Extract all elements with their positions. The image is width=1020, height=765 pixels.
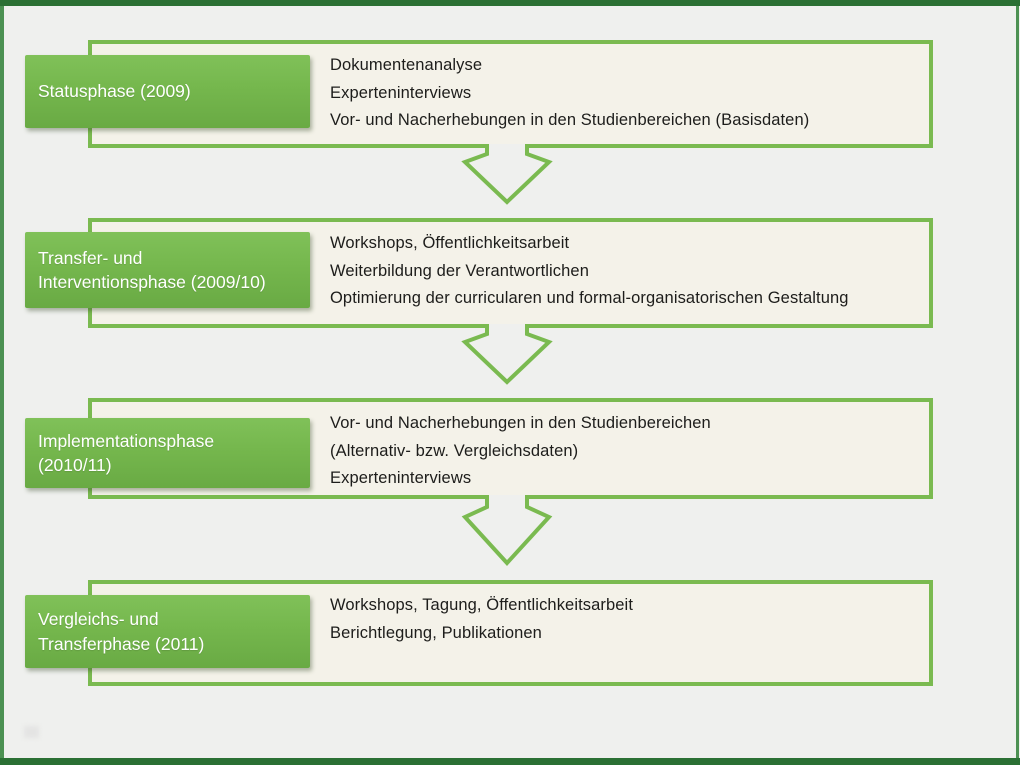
phase-detail-item: Dokumentenanalyse [330,56,483,74]
phase-4-label: Vergleichs- und Transferphase (2011) [25,595,310,668]
slide-border-top [0,0,1020,6]
phase-1-label: Statusphase (2009) [25,55,310,128]
phase-label-text: Vergleichs- und [38,609,159,629]
phase-detail-item: Workshops, Öffentlichkeitsarbeit [330,234,570,252]
down-arrow-icon [461,495,553,566]
phase-2-label: Transfer- und Interventionsphase (2009/1… [25,232,310,308]
slide-border-left [0,0,4,765]
phase-detail-item: Experteninterviews [330,83,472,102]
phase-2-details: Workshops, Öffentlichkeitsarbeit Weiterb… [92,222,929,313]
phase-3-label: Implementationsphase (2010/11) [25,418,310,488]
phase-detail-item: Vor- und Nacherhebungen in den Studienbe… [330,111,810,129]
phase-label-text: Interventionsphase (2009/10) [38,272,266,292]
down-arrow-icon [461,144,553,205]
phase-1-details: Dokumentenanalyse Experteninterviews Vor… [92,44,929,135]
down-arrow-icon [461,324,553,385]
phase-detail-item: Workshops, Tagung, Öffentlichkeitsarbeit [330,596,633,614]
phase-3-details: Vor- und Nacherhebungen in den Studienbe… [92,402,929,493]
phase-label-text: Statusphase (2009) [38,81,191,102]
phase-detail-item: Berichtlegung, Publikationen [330,623,542,642]
slide-border-right [1016,0,1019,765]
phase-label-text: Transferphase (2011) [38,633,205,654]
phase-label-text: Implementationsphase [38,430,215,451]
faint-page-number [24,726,39,738]
phase-4-details: Workshops, Tagung, Öffentlichkeitsarbeit… [92,584,929,647]
phase-label-text: (2010/11) [38,455,112,475]
phase-detail-item: (Alternativ- bzw. Vergleichsdaten) [330,441,579,460]
phase-detail-item: Weiterbildung der Verantwortlichen [330,261,589,280]
phase-detail-item: Optimierung der curricularen und formal-… [330,289,849,307]
phase-detail-item: Vor- und Nacherhebungen in den Studienbe… [330,414,711,432]
phase-detail-item: Experteninterviews [330,469,472,487]
phase-label-text: Transfer- und [38,247,143,268]
slide-border-bottom [0,758,1020,765]
